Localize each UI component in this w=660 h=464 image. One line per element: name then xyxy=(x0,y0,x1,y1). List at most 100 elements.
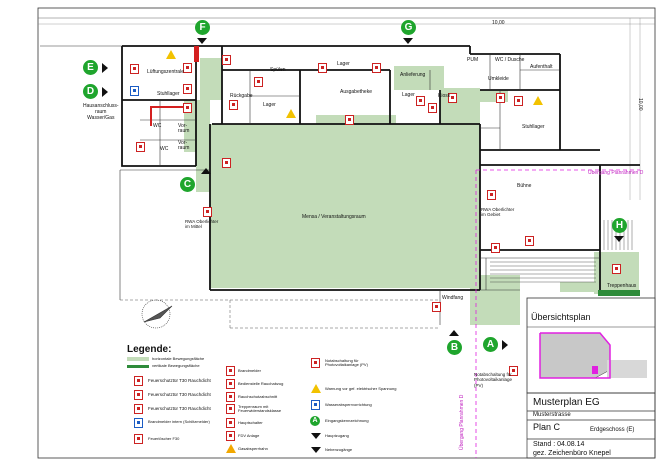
water-shutoff-icon xyxy=(311,400,320,410)
legend-item: Wasserabsperrvorrichtung xyxy=(325,402,372,407)
legend-item: Brandmelder intern (Schiltzmelder) xyxy=(148,419,210,424)
room-stuhllager2: Stuhllager xyxy=(522,124,545,130)
staircase xyxy=(490,220,633,283)
arrow-down-icon xyxy=(201,168,211,174)
rwa-left-label: RWA Oberlichter im Mittel xyxy=(185,219,219,230)
entrance-marker-d: D xyxy=(83,84,98,99)
plan-title: Musterplan EG xyxy=(533,397,600,408)
gas-valve-icon xyxy=(226,444,236,453)
room-vorraum1: Vor- raum xyxy=(178,123,190,134)
arrow-right-icon xyxy=(102,87,108,97)
legend-item: Feuerschutztür T30 Rauchdicht xyxy=(148,392,211,397)
warning-icon xyxy=(533,96,543,105)
room-treppenhaus: Treppenhaus xyxy=(607,283,637,289)
room-umkleide: Umkleide xyxy=(488,76,509,82)
fire-door-icon xyxy=(183,63,192,73)
overview-title: Übersichtsplan xyxy=(531,312,591,322)
entrance-marker-b: B xyxy=(447,340,462,355)
water-shutoff-icon xyxy=(130,86,139,96)
overview-plan xyxy=(526,297,656,394)
legend-item: vertikale Bewegungsfläche xyxy=(152,363,200,368)
title-block-frame xyxy=(526,392,656,459)
legend-swatch-vertical xyxy=(127,365,149,368)
smoke-control-icon xyxy=(226,379,235,389)
main-switch-icon xyxy=(226,418,235,428)
legend-item: Feuerschutztür T30 Rauchdicht xyxy=(148,378,211,383)
smoke-detector-icon xyxy=(134,418,143,428)
horizontal-circulation-areas xyxy=(184,58,639,325)
room-putz: PUM xyxy=(467,57,479,63)
dimension-label-right: 10,00 xyxy=(637,98,643,111)
room-lager1: Lager xyxy=(337,61,350,67)
fire-door-icon xyxy=(612,264,621,274)
room-kuechen: Rückgabe xyxy=(230,93,253,99)
vertical-circulation-strip xyxy=(598,290,640,296)
legend-item: Hauptzugang xyxy=(325,433,349,438)
fire-door-icon xyxy=(318,63,327,73)
legend-item: FDV Anlage xyxy=(238,433,260,438)
entrance-marker-h: H xyxy=(612,218,627,233)
room-wc2: WC xyxy=(160,146,169,152)
arrow-right-icon xyxy=(502,340,508,350)
arrow-down-icon xyxy=(614,236,624,242)
room-ausgabetheke: Ausgabetheke xyxy=(340,89,372,95)
plan-boundary-label-side: Übergang Planrahmen D xyxy=(459,394,465,450)
warning-icon xyxy=(166,50,176,59)
fire-door-red xyxy=(194,46,199,62)
smoke-section-icon xyxy=(226,392,235,402)
fire-door-icon xyxy=(525,236,534,246)
fire-door-icon xyxy=(345,115,354,125)
room-lueftungszentrale: Lüftungszentrale xyxy=(147,69,184,75)
pv-shutoff-icon xyxy=(311,358,320,368)
plan-boundary xyxy=(475,169,640,458)
fire-door-icon xyxy=(203,207,212,217)
stairwell-icon xyxy=(226,404,235,414)
legend-swatch-horizontal xyxy=(127,357,149,361)
fire-door-icon xyxy=(491,243,500,253)
warning-icon xyxy=(311,384,321,393)
room-hausanschluss: Hausanschluss- raum Wasser/Gas xyxy=(83,103,119,121)
fire-alarm-icon xyxy=(226,366,235,376)
plan-floor: Erdgeschoss (E) xyxy=(590,427,635,433)
room-stuhllager: Stuhllager xyxy=(157,91,180,97)
legend-item: Treppenraum mit Feuerwiderstandsklasse xyxy=(238,404,282,413)
main-entrance-icon xyxy=(311,433,321,439)
fire-door-icon xyxy=(514,96,523,106)
plan-number: Plan C xyxy=(533,422,561,432)
fire-door-icon xyxy=(509,366,518,376)
legend-item: Nebenzugänge xyxy=(325,447,353,452)
entrance-marker-a: A xyxy=(483,337,498,352)
side-entrance-icon xyxy=(311,447,321,453)
entrance-marker-g: G xyxy=(401,20,416,35)
legend-item: Feuerschutztür T30 Rauchdicht xyxy=(148,406,211,411)
room-hausanschluss-label: Hausanschluss- raum Wasser/Gas xyxy=(83,103,119,121)
arrow-down-icon xyxy=(197,38,207,44)
fire-door-icon xyxy=(183,84,192,94)
legend-item: Warnung vor gef. elektrischer Spannung xyxy=(325,386,397,391)
room-lager2: Lager xyxy=(263,102,276,108)
plan-drawn-by: gez. Zeichenbüro Knepel xyxy=(533,450,611,457)
fire-door-icon xyxy=(254,77,263,87)
fire-door-icon xyxy=(222,158,231,168)
drawing-frame xyxy=(37,7,656,459)
fire-door-icon xyxy=(487,190,496,200)
arrow-down-icon xyxy=(403,38,413,44)
room-anlieferung: Anlieferung xyxy=(400,72,426,78)
entrance-marker-icon: A xyxy=(310,416,320,426)
entrance-marker-f: F xyxy=(195,20,210,35)
fire-door-icon xyxy=(432,302,441,312)
room-wc1: WC xyxy=(153,123,162,129)
fire-door-icon xyxy=(372,63,381,73)
room-lager3: Lager xyxy=(402,92,415,98)
legend-title: Legende: xyxy=(127,344,172,355)
warning-icon xyxy=(286,109,296,118)
north-arrow xyxy=(141,299,173,329)
fire-door-icon xyxy=(416,96,425,106)
legend-item: horizontale Bewegungsfläche xyxy=(152,356,205,361)
room-spuelen: Spülen xyxy=(270,67,286,73)
legend-item: Hauptschalter xyxy=(238,420,263,425)
plan-street: Musterstrasse xyxy=(533,412,571,418)
room-aufenthalt: Aufenthalt xyxy=(530,64,553,70)
fire-door-icon xyxy=(222,55,231,65)
plan-boundary-label-top: Übergang Planrahmen D xyxy=(588,170,644,176)
